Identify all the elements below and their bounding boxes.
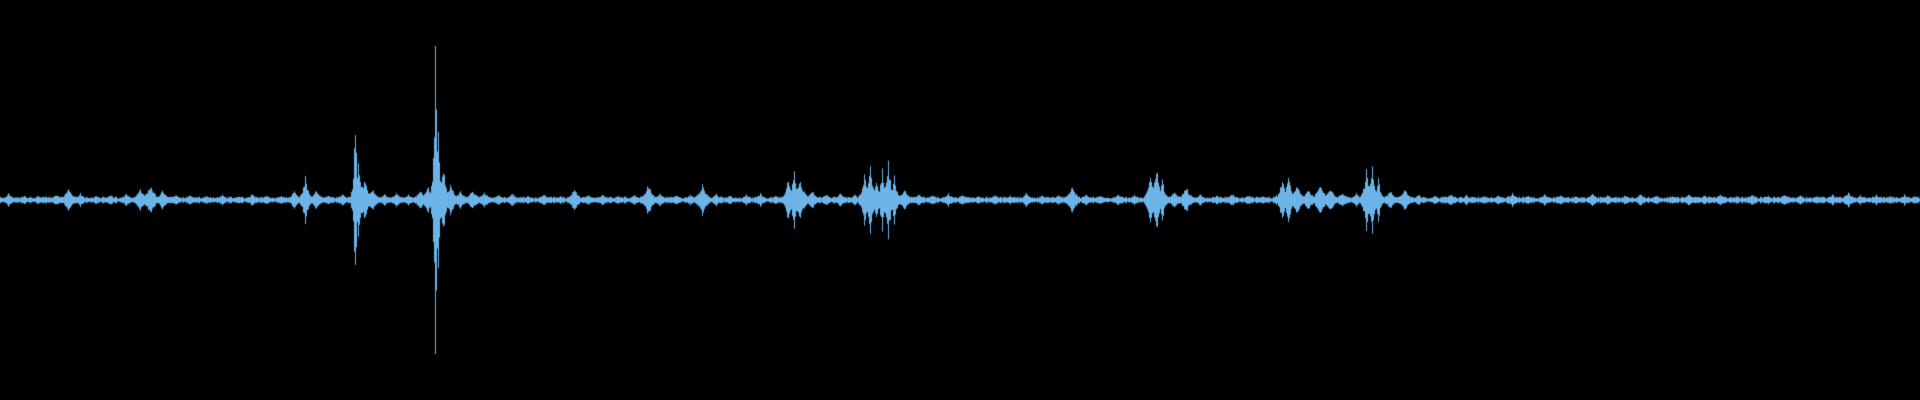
waveform-viewer[interactable]	[0, 0, 1920, 400]
waveform-plot[interactable]	[0, 0, 1920, 400]
